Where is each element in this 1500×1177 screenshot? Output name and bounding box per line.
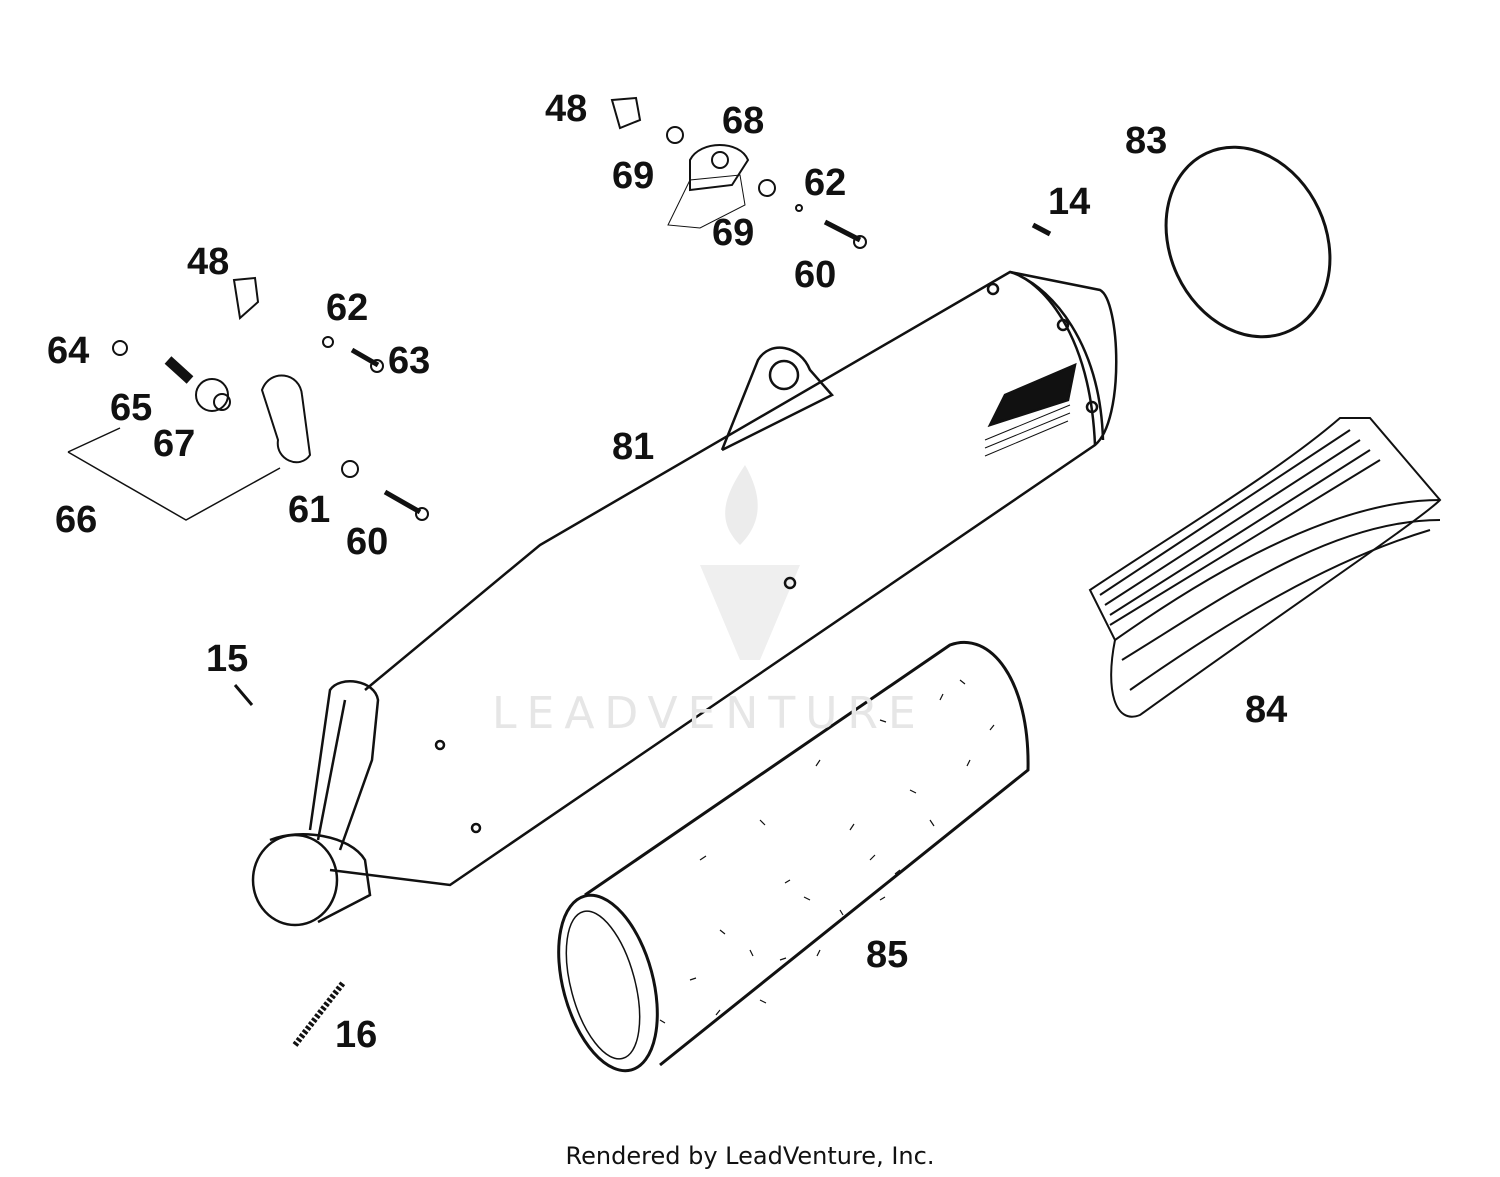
part-label-15: 15 [206, 638, 249, 680]
part-label-60: 60 [346, 521, 389, 563]
part-label-48: 48 [187, 241, 230, 283]
packing-84 [1088, 417, 1442, 718]
part-label-48: 48 [545, 88, 588, 130]
part-label-62: 62 [326, 287, 369, 329]
part-label-14: 14 [1048, 181, 1091, 223]
small-hardware [67, 96, 1052, 1047]
part-label-66: 66 [55, 499, 98, 541]
footer-credit: Rendered by LeadVenture, Inc. [565, 1142, 935, 1170]
part-label-62: 62 [804, 162, 847, 204]
part-label-84: 84 [1245, 689, 1288, 731]
part-label-83: 83 [1125, 120, 1168, 162]
part-label-85: 85 [866, 934, 909, 976]
part-label-61: 61 [288, 489, 331, 531]
part-label-69: 69 [712, 212, 755, 254]
part-label-64: 64 [47, 330, 90, 372]
part-label-16: 16 [335, 1014, 378, 1056]
o-ring-83 [1164, 145, 1332, 339]
foam-insert-85 [557, 640, 1030, 1073]
watermark-text: LEADVENTURE [492, 688, 926, 739]
part-label-60: 60 [794, 254, 837, 296]
muffler-body [251, 270, 1118, 927]
part-label-68: 68 [722, 100, 765, 142]
part-label-67: 67 [153, 423, 196, 465]
part-label-81: 81 [612, 426, 655, 468]
part-label-65: 65 [110, 387, 153, 429]
part-label-69: 69 [612, 155, 655, 197]
leadventure-watermark-logo [700, 465, 800, 660]
part-label-63: 63 [388, 340, 431, 382]
